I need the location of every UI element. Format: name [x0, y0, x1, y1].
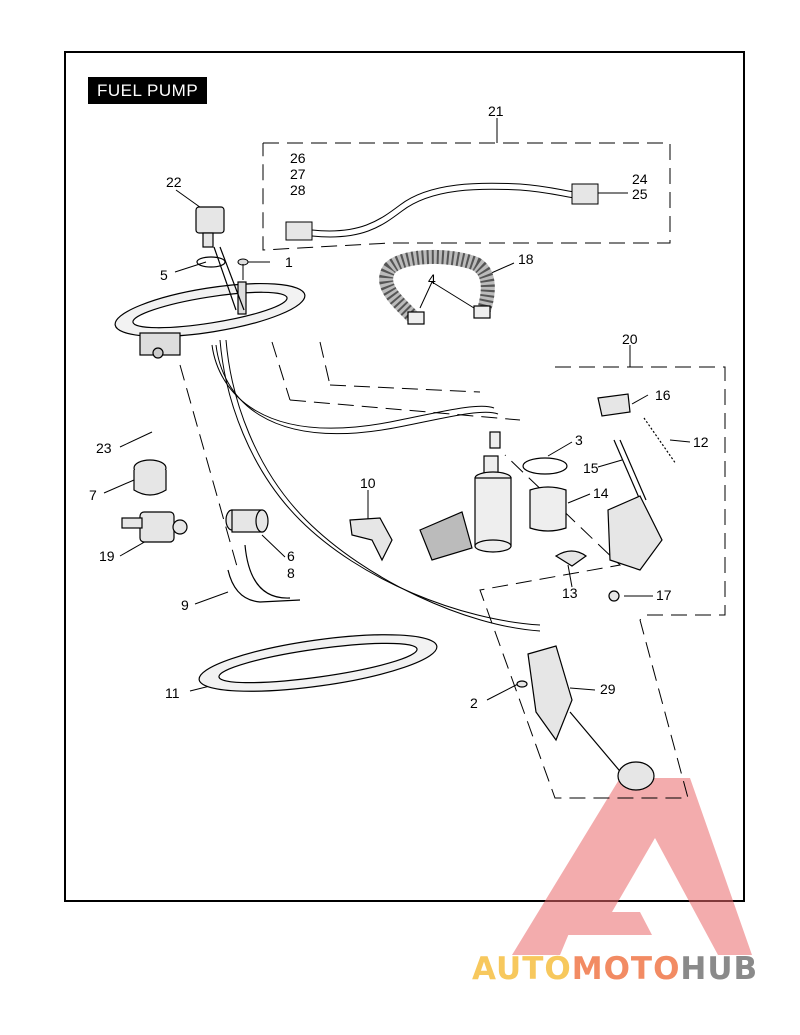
callout-3: 3 — [575, 432, 583, 448]
callout-6: 6 — [287, 548, 295, 564]
callout-2: 2 — [470, 695, 478, 711]
callout-11: 11 — [165, 685, 180, 701]
screw-1 — [237, 258, 249, 280]
callout-14: 14 — [593, 485, 609, 501]
group-box-20 — [479, 366, 726, 799]
watermark-text-part2: MOTO — [571, 951, 681, 987]
pump-flange-plate — [114, 281, 306, 359]
callout-17: 17 — [656, 587, 672, 603]
level-sender-29 — [516, 645, 655, 791]
callout-19: 19 — [99, 548, 115, 564]
regulator-housing-19 — [121, 511, 188, 543]
callout-22: 22 — [166, 174, 182, 190]
callout-15: 15 — [583, 460, 599, 476]
watermark-text-part1: AUTO — [472, 951, 572, 987]
callout-25: 25 — [632, 186, 648, 202]
watermark-emblem — [512, 778, 752, 955]
callout-23: 23 — [96, 440, 112, 456]
callout-28: 28 — [290, 182, 306, 198]
group-box-21 — [262, 142, 671, 251]
callout-12: 12 — [693, 434, 709, 450]
callout-27: 27 — [290, 166, 306, 182]
bracket-10 — [349, 517, 393, 562]
diagram-frame — [64, 51, 745, 902]
callout-9: 9 — [181, 597, 189, 613]
callout-1: 1 — [285, 254, 293, 270]
callout-24: 24 — [632, 171, 648, 187]
callout-labels: 1 2 3 4 5 6 7 8 9 10 11 12 13 14 15 16 1… — [89, 103, 709, 711]
callout-20: 20 — [622, 331, 638, 347]
callout-8: 8 — [287, 565, 295, 581]
callout-13: 13 — [562, 585, 578, 601]
watermark-text-part3: HUB — [680, 951, 759, 987]
gasket-11 — [198, 634, 438, 692]
fuel-pump-14 — [419, 431, 568, 561]
diagram-title: FUEL PUMP — [88, 77, 208, 104]
pressure-regulator-7 — [133, 459, 167, 496]
wiring-harness-21 — [285, 182, 599, 241]
callout-29: 29 — [600, 681, 616, 697]
callout-5: 5 — [160, 267, 168, 283]
connector-22 — [195, 206, 245, 311]
fuel-hose-18 — [379, 250, 495, 325]
watermark-logo: AUTOMOTOHUB — [472, 951, 758, 987]
callout-10: 10 — [360, 475, 376, 491]
callout-26: 26 — [290, 150, 306, 166]
callout-4: 4 — [428, 271, 436, 287]
internal-wiring — [211, 339, 541, 632]
callout-7: 7 — [89, 487, 97, 503]
callout-18: 18 — [518, 251, 534, 267]
float-arm-assembly — [554, 393, 677, 602]
callout-21: 21 — [488, 103, 504, 119]
callout-16: 16 — [655, 387, 671, 403]
fuel-filter-6 — [225, 509, 301, 603]
